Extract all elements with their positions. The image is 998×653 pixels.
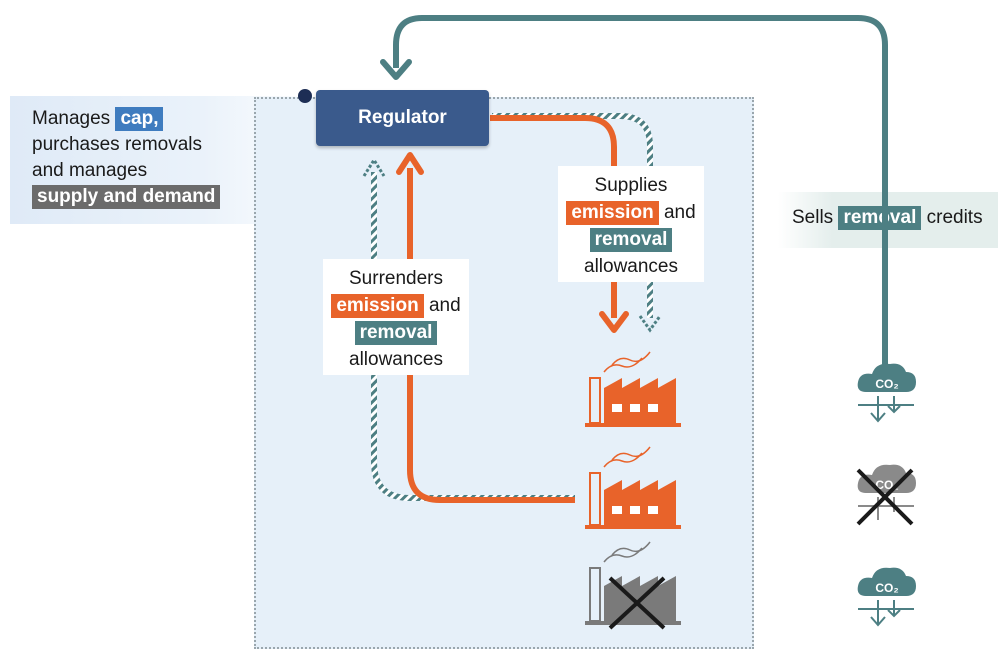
removal-credits-arrowhead [380,59,412,80]
regulator-description-text: Manages cap, purchases removals and mana… [32,106,221,210]
regulator-label: Regulator [358,107,447,128]
co2-label: CO₂ [875,581,898,595]
credits-text: credits [926,207,983,228]
factory-icon [585,351,681,427]
removal-highlight: removal [589,228,673,252]
emission-surrender-arrowhead [396,152,424,175]
allowances-text: allowances [584,256,678,277]
and-manages-text: and manages [32,160,148,181]
sells-text: Sells [792,207,834,228]
regulator-box: Regulator [316,90,489,146]
co2-removal-cloud-icon: CO₂ [857,363,916,423]
purchases-removals-text: purchases removals [32,134,203,155]
removal-credits-arrow [393,15,888,370]
removal-surrender-hatched-arrowhead [362,157,386,177]
manages-text: Manages [32,108,111,129]
removal-highlight: removal [354,321,438,345]
surrenders-text: Surrenders [349,268,443,289]
regulator-corner-marker [298,89,312,103]
supplies-text: Supplies [594,175,668,196]
removal-supply-hatched-arrowhead [638,315,662,333]
removal-supply-hatched-path [492,113,653,318]
removal-surrender-hatched-path [371,172,575,501]
removal-highlight: removal [838,206,922,230]
surrenders-allowances-box: Surrenders emission and removal allowanc… [323,259,469,375]
co2-label: CO₂ [875,377,898,391]
emission-supply-arrowhead [599,311,629,333]
supplies-allowances-box: Supplies emission and removal allowances [558,166,704,282]
factory-icon [585,446,681,529]
emission-supply-path [490,115,617,318]
emission-surrender-path [407,168,575,503]
supply-demand-highlight: supply and demand [32,185,221,209]
co2-removal-cloud-icon: CO₂ [857,567,916,627]
emission-highlight: emission [331,294,424,318]
allowances-text: allowances [349,349,443,370]
cap-highlight: cap, [115,107,164,131]
and-text: and [663,202,696,223]
crossed-out-co2-cloud-icon: CO₂ [856,464,916,526]
emission-highlight: emission [566,201,659,225]
and-text: and [428,295,461,316]
crossed-out-factory-icon [585,541,681,630]
